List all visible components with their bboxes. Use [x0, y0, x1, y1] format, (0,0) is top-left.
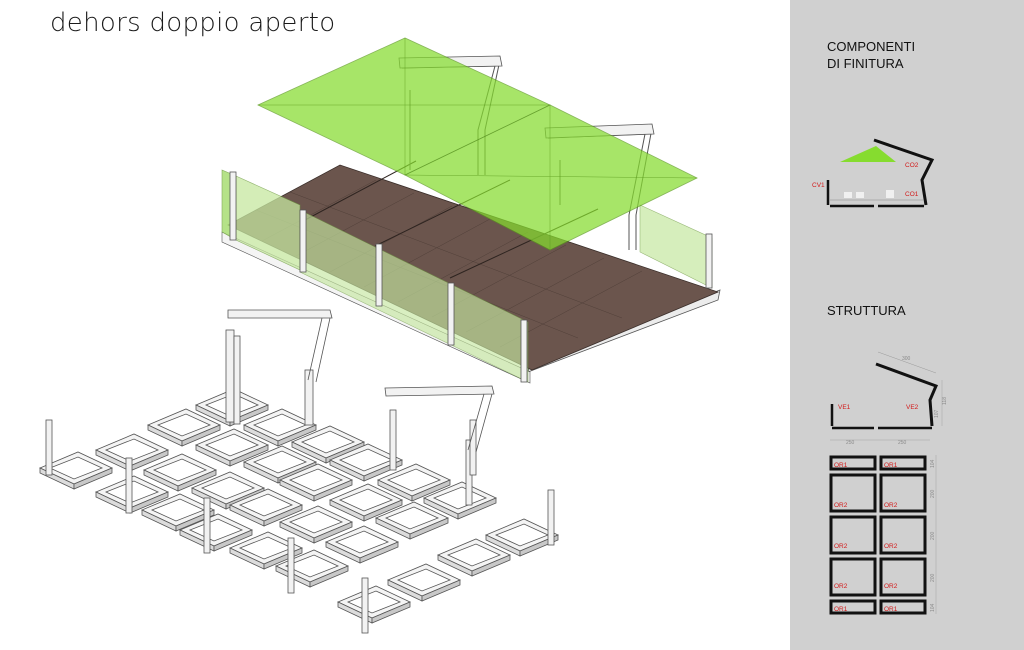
dim-bay-mid-2: 200	[930, 531, 936, 540]
code-or1: OR1	[834, 462, 848, 469]
finishing-heading: COMPONENTI	[827, 39, 916, 54]
page-title: dehors doppio aperto	[50, 8, 336, 38]
post	[229, 171, 237, 241]
structure-section: 300 107 118 VE1 VE2 250 250	[829, 351, 948, 615]
post	[299, 209, 307, 273]
code-or2: OR2	[834, 502, 848, 509]
code-or2: OR2	[884, 543, 898, 550]
exploded-structure	[39, 309, 559, 634]
code-co2: CO2	[905, 162, 919, 169]
code-or2: OR2	[834, 543, 848, 550]
dim-bay-mid-1: 200	[930, 489, 936, 498]
code-ve2: VE2	[906, 404, 919, 411]
finishing-heading-line2: DI FINITURA	[827, 56, 904, 71]
code-co1: CO1	[905, 191, 919, 198]
code-or2: OR2	[834, 583, 848, 590]
dim-bay-end-top: 104	[930, 459, 936, 468]
structure-heading: STRUTTURA	[827, 303, 906, 318]
code-or1: OR1	[834, 606, 848, 613]
dim-col-right: 250	[898, 440, 907, 446]
code-or2: OR2	[884, 502, 898, 509]
post	[447, 282, 455, 346]
assembled-dehors	[221, 37, 721, 384]
post	[705, 233, 713, 289]
code-ve1: VE1	[838, 404, 851, 411]
code-or2: OR2	[884, 583, 898, 590]
dim-bay-mid-3: 200	[930, 573, 936, 582]
canopy-section	[840, 146, 896, 162]
dim-height-b: 118	[942, 397, 948, 405]
finishing-section: CV1 CO2 CO1	[812, 138, 935, 208]
code-or1: OR1	[884, 606, 898, 613]
dim-height-a: 107	[934, 409, 940, 418]
code-cv1: CV1	[812, 182, 825, 189]
dim-roof: 300	[902, 356, 911, 362]
isometric-drawing	[39, 37, 721, 634]
legend-panel: COMPONENTI DI FINITURA STRUTTURA CV1 CO2…	[790, 0, 1024, 650]
dim-bay-end-bottom: 104	[930, 603, 936, 612]
section-diagrams: CV1 CO2 CO1 300 107 118 VE1 VE2 250 250	[812, 138, 948, 615]
post	[375, 243, 383, 307]
post	[520, 319, 528, 383]
code-or1: OR1	[884, 462, 898, 469]
dim-col-left: 250	[846, 440, 855, 446]
